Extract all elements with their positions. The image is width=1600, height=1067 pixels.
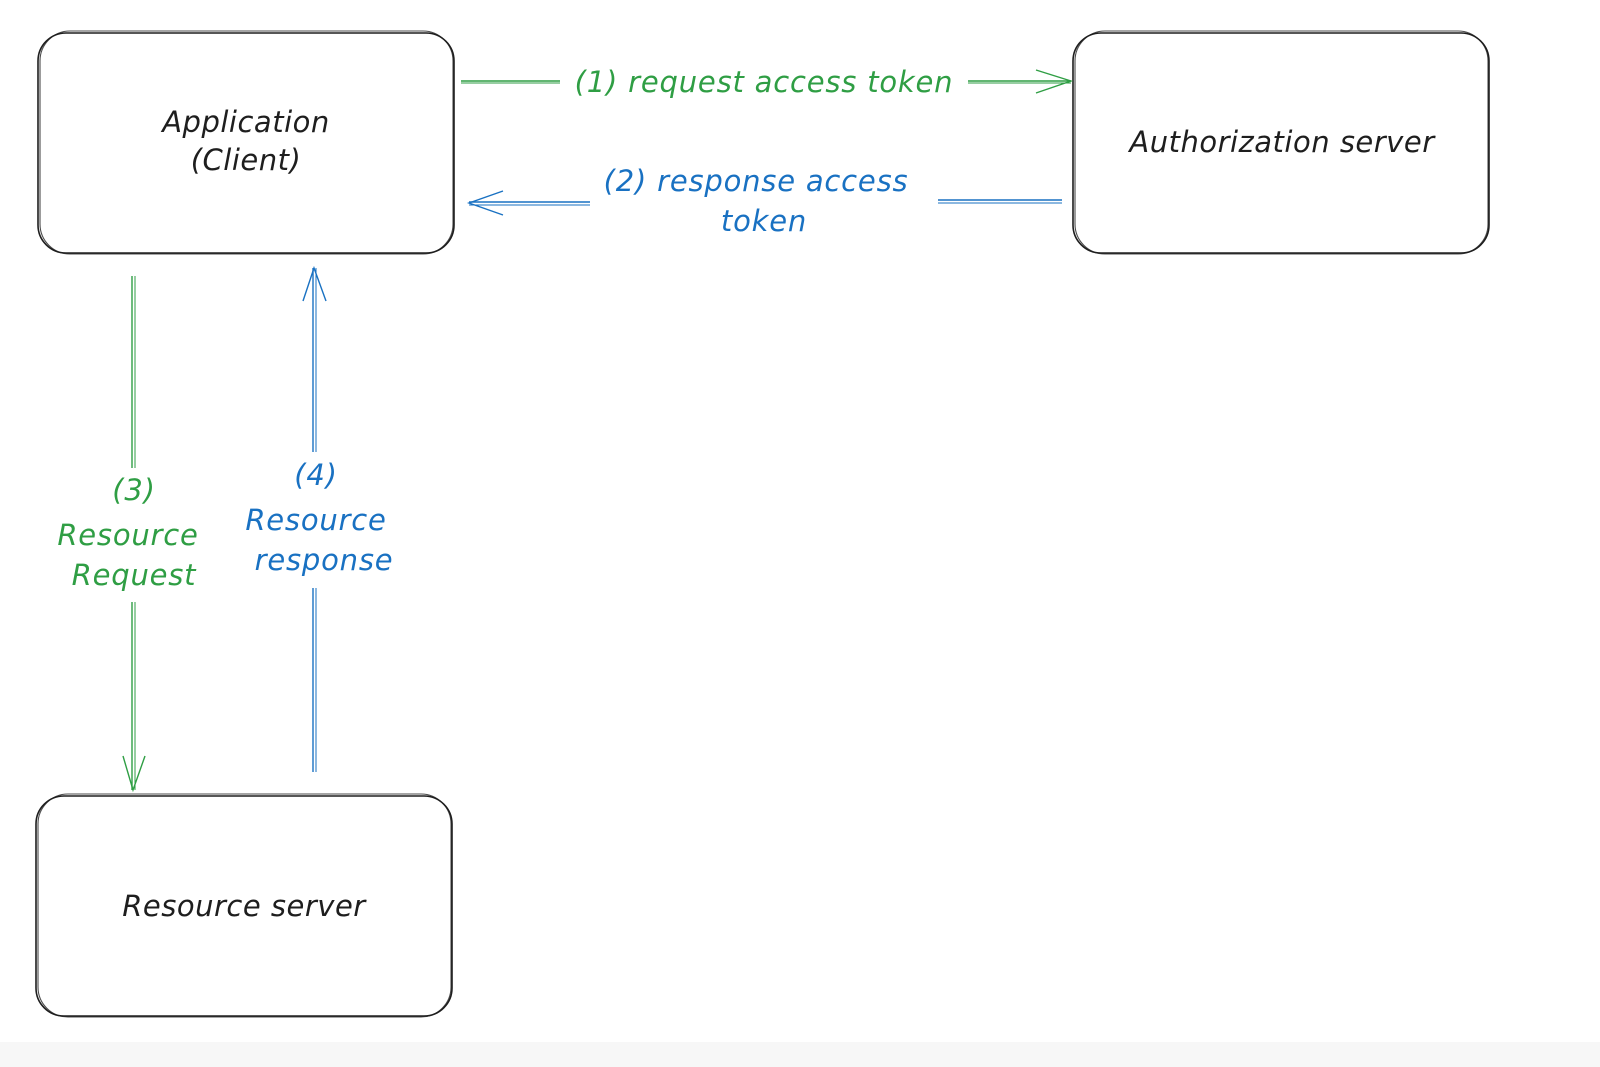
client-box-subtitle: (Client) bbox=[191, 143, 302, 177]
arrow-request-access-token[interactable] bbox=[461, 69, 1074, 94]
edge-2-label-line1: (2) response access bbox=[604, 164, 909, 198]
edge-4-label-line3: response bbox=[255, 543, 394, 577]
arrowhead-right-icon bbox=[1035, 69, 1074, 94]
client-box[interactable]: Application (Client) bbox=[37, 30, 455, 255]
arrow-resource-response[interactable] bbox=[302, 265, 327, 772]
edge-2-label-line2: token bbox=[721, 204, 807, 238]
edge-3-label-line3: Request bbox=[72, 558, 198, 592]
resource-server-label: Resource server bbox=[122, 889, 367, 923]
arrowhead-left-icon bbox=[466, 190, 504, 216]
client-box-title: Application bbox=[160, 105, 330, 139]
arrow-response-access-token[interactable] bbox=[466, 190, 1062, 216]
resource-server-box[interactable]: Resource server bbox=[35, 793, 453, 1018]
edge-4-label-line1: (4) bbox=[294, 458, 337, 492]
canvas-footer-strip bbox=[0, 1042, 1600, 1067]
arrow-resource-request[interactable] bbox=[122, 276, 146, 793]
edge-4-label-line2: Resource bbox=[245, 503, 386, 537]
arrowhead-down-icon bbox=[122, 755, 146, 793]
edge-3-label-line1: (3) bbox=[112, 473, 155, 507]
edge-1-label: (1) request access token bbox=[575, 65, 954, 99]
authorization-server-box[interactable]: Authorization server bbox=[1072, 30, 1490, 255]
authorization-server-label: Authorization server bbox=[1127, 125, 1436, 159]
arrowhead-up-icon bbox=[302, 265, 327, 302]
edge-3-label-line2: Resource bbox=[57, 518, 198, 552]
